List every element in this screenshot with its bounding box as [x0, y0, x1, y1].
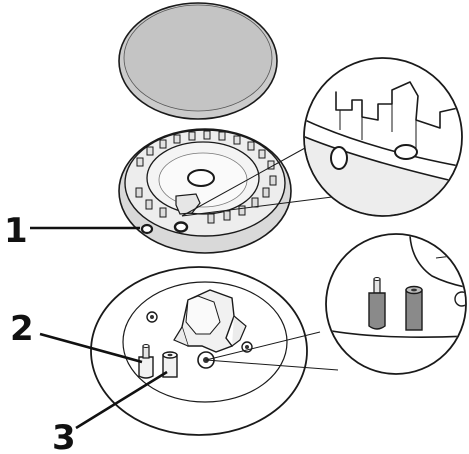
callout-2: 2	[10, 309, 34, 349]
burner-crown	[119, 129, 291, 253]
callout-1: 1	[4, 211, 28, 251]
burner-cap	[119, 3, 277, 119]
burner-base	[91, 267, 307, 435]
callout-3: 3	[52, 418, 76, 454]
